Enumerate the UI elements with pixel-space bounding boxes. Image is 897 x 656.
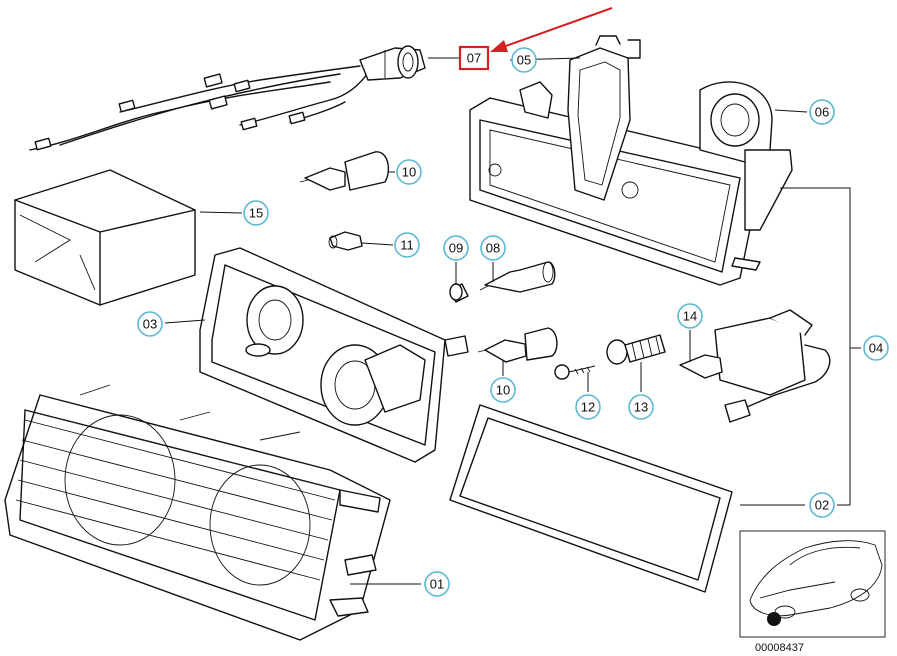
callout-10-middle: 10 xyxy=(490,377,516,403)
svg-text:10: 10 xyxy=(402,165,416,180)
callout-03: 03 xyxy=(137,311,163,337)
adjuster-screw xyxy=(554,364,596,380)
svg-text:04: 04 xyxy=(869,341,883,356)
callout-10-top: 10 xyxy=(396,159,422,185)
small-bulb xyxy=(328,231,363,251)
callout-15: 15 xyxy=(243,200,269,226)
callout-14: 14 xyxy=(677,303,703,329)
bulb-middle xyxy=(477,327,558,363)
svg-text:15: 15 xyxy=(249,206,263,221)
svg-text:06: 06 xyxy=(815,105,829,120)
leveling-motor xyxy=(679,309,831,423)
svg-text:14: 14 xyxy=(683,309,697,324)
callout-08: 08 xyxy=(480,235,506,261)
leader-lines xyxy=(164,57,861,585)
bulb-top xyxy=(299,151,390,191)
svg-text:12: 12 xyxy=(581,400,595,415)
svg-text:03: 03 xyxy=(143,317,157,332)
parking-bulb xyxy=(449,283,469,303)
h7-bulb xyxy=(479,261,556,293)
svg-text:01: 01 xyxy=(430,577,444,592)
callout-labels: 01 02 03 04 05 06 07 08 xyxy=(137,45,889,597)
callout-01: 01 xyxy=(424,571,450,597)
callout-11: 11 xyxy=(394,232,420,258)
callout-05: 05 xyxy=(511,47,537,73)
location-inset: 00008437 xyxy=(739,530,886,654)
highlight-arrow xyxy=(490,7,613,52)
reflector xyxy=(199,247,469,463)
headlight-housing xyxy=(469,35,793,286)
svg-text:10: 10 xyxy=(496,383,510,398)
gasket xyxy=(449,404,733,593)
callout-06: 06 xyxy=(809,99,835,125)
svg-text:05: 05 xyxy=(517,53,531,68)
reference-number: 00008437 xyxy=(755,642,804,654)
location-marker-icon xyxy=(767,612,781,626)
svg-text:08: 08 xyxy=(486,241,500,256)
svg-text:13: 13 xyxy=(634,400,648,415)
svg-text:02: 02 xyxy=(815,498,829,513)
callout-04: 04 xyxy=(863,335,889,361)
callout-12: 12 xyxy=(575,394,601,420)
wiring-harness xyxy=(29,45,426,151)
svg-text:07: 07 xyxy=(467,51,481,66)
headlight-lens xyxy=(4,384,391,641)
packaging-box xyxy=(14,169,196,306)
callout-02: 02 xyxy=(809,492,835,518)
svg-text:09: 09 xyxy=(449,241,463,256)
callout-13: 13 xyxy=(628,394,654,420)
callout-07-highlighted: 07 xyxy=(458,45,490,71)
svg-text:11: 11 xyxy=(400,238,414,253)
headlight-adjuster xyxy=(606,334,666,365)
callout-09: 09 xyxy=(443,235,469,261)
